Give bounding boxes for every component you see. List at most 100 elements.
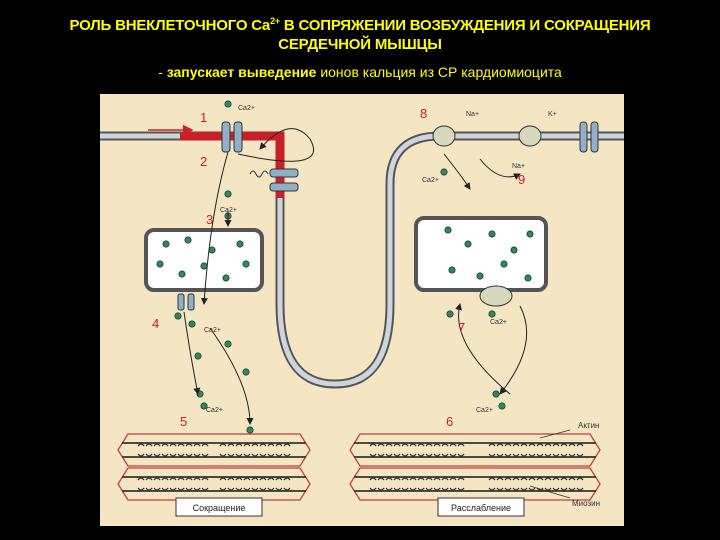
calcium-ion (440, 168, 448, 176)
myosin-head (512, 477, 520, 491)
label-ca-7: Ca2+ (490, 319, 507, 326)
z-disc-outline (117, 433, 311, 467)
myosin-head (520, 477, 528, 491)
state-contraction: Сокращение (175, 497, 263, 517)
sr-release-channel (177, 293, 195, 311)
myosin-head (161, 443, 169, 457)
myosin-head (267, 443, 275, 457)
flow-arrows (183, 128, 528, 425)
myosin-head (528, 443, 536, 457)
calcium-ion (224, 190, 232, 198)
myosin-head (520, 443, 528, 457)
step-3: 3 (206, 212, 213, 227)
myosin-head (169, 443, 177, 457)
myosin-head (560, 477, 568, 491)
myosin-pointer (529, 485, 571, 499)
sarcomeres (117, 433, 601, 501)
myosin-head (377, 477, 385, 491)
myosin-head (536, 443, 544, 457)
subtitle-rest: ионов кальция из СР кардиомиоцита (316, 64, 562, 80)
calcium-entry-arrow (200, 151, 229, 305)
myosin-head (385, 477, 393, 491)
myosin-head (153, 477, 161, 491)
myosin-head (457, 477, 465, 491)
myosin-head (243, 477, 251, 491)
subtitle-prefix: - (158, 64, 167, 80)
myosin-head (409, 477, 417, 491)
relaxation-label: Расслабление (451, 503, 511, 513)
myosin-head (153, 443, 161, 457)
sarcomere (349, 433, 601, 467)
myosin-head (259, 477, 267, 491)
title-line-2: СЕРДЕЧНОЙ МЫШЦЫ (278, 36, 442, 53)
myosin-head (235, 477, 243, 491)
myosin-head (161, 477, 169, 491)
myosin-head (417, 477, 425, 491)
calcium-ion (208, 246, 216, 254)
calcium-efflux-arrow (443, 153, 471, 190)
cell-background (100, 94, 624, 526)
myosin-head (488, 477, 496, 491)
label-ca-top: Ca2+ (238, 105, 255, 112)
calcium-to-myofilament-arrow (209, 327, 254, 425)
title-text-1: РОЛЬ ВНЕКЛЕТОЧНОГО Ca (69, 17, 271, 34)
myosin-head (193, 443, 201, 457)
myosin-head (496, 443, 504, 457)
myosin-head (177, 477, 185, 491)
myosin-head (145, 477, 153, 491)
myosin-head (219, 477, 227, 491)
subtitle: - запускает выведение ионов кальция из С… (0, 64, 720, 80)
myosin-head (528, 477, 536, 491)
membrane-channel-right (579, 121, 599, 153)
sarcomere (117, 467, 311, 501)
myosin-head (552, 477, 560, 491)
myosin-head (393, 477, 401, 491)
step-5: 5 (180, 414, 187, 429)
actin-pointer (539, 429, 571, 439)
calcium-ion (510, 246, 518, 254)
myosin-head (504, 477, 512, 491)
calcium-ion (188, 320, 196, 328)
calcium-ions (156, 100, 534, 434)
calcium-ion (488, 310, 496, 318)
serca-pump (479, 285, 513, 307)
myosin-head (409, 443, 417, 457)
label-ca-4: Ca2+ (204, 327, 221, 334)
myosin-head (552, 443, 560, 457)
myosin-head (457, 443, 465, 457)
calcium-ion (488, 230, 496, 238)
myosin-head (544, 443, 552, 457)
myosin-head (576, 443, 584, 457)
label-na-minus: Na+ (512, 163, 525, 170)
calcium-ion (242, 260, 250, 268)
myosin-head (401, 477, 409, 491)
calcium-ion (492, 390, 500, 398)
label-ca-exchanger: Ca2+ (422, 177, 439, 184)
contraction-label: Сокращение (193, 503, 246, 513)
myosin-head (251, 477, 259, 491)
sarcomere (117, 433, 311, 467)
calcium-ion (476, 272, 484, 280)
calcium-coupling-diagram: 1 2 3 4 5 6 7 8 9 Ca2+ Ca2+ Ca2+ Ca2+ Ca… (100, 94, 624, 526)
myosin-head (560, 443, 568, 457)
calcium-loop-arrow (237, 128, 315, 162)
myosin-head (251, 443, 259, 457)
calcium-ion (236, 240, 244, 248)
calcium-ion (498, 402, 506, 410)
myosin-head (512, 443, 520, 457)
myosin-head (219, 443, 227, 457)
state-relaxation: Расслабление (437, 497, 525, 517)
sarcomere (349, 467, 601, 501)
myosin-head (417, 443, 425, 457)
myosin-head (259, 443, 267, 457)
title-superscript: 2+ (270, 16, 280, 26)
step-7: 7 (458, 320, 465, 335)
calcium-ion (242, 368, 250, 376)
myosin-head (227, 443, 235, 457)
myosin-head (201, 477, 209, 491)
myosin-head (449, 443, 457, 457)
sodium-exchange-arrow (479, 158, 521, 180)
myosin-head (145, 443, 153, 457)
calcium-ion (156, 260, 164, 268)
step-9: 9 (518, 172, 525, 187)
